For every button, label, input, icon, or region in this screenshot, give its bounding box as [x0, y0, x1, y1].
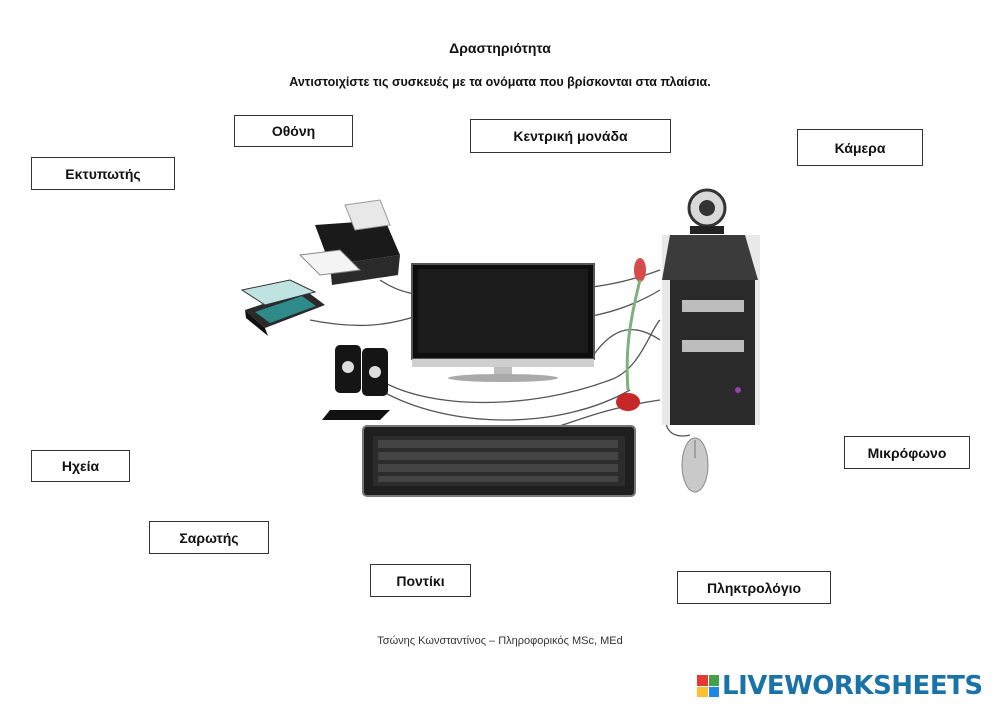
- label-box-printer[interactable]: Εκτυπωτής: [31, 157, 175, 190]
- liveworksheets-icon: [697, 675, 719, 697]
- label-box-camera[interactable]: Κάμερα: [797, 129, 923, 166]
- label-box-keyboard[interactable]: Πληκτρολόγιο: [677, 571, 831, 604]
- label-box-speakers[interactable]: Ηχεία: [31, 450, 130, 482]
- speakers-image: [322, 345, 390, 420]
- scanner-image: [240, 279, 325, 336]
- label-box-cpu[interactable]: Κεντρική μονάδα: [470, 119, 671, 153]
- author-footer: Τσώνης Κωνσταντίνος – Πληροφορικός MSc, …: [377, 635, 623, 647]
- keyboard-image: [362, 425, 636, 497]
- microphone-image: [616, 258, 646, 411]
- page-title: Δραστηριότητα: [449, 40, 551, 56]
- label-box-microphone[interactable]: Μικρόφωνο: [844, 436, 970, 469]
- computer-illustration: [240, 188, 760, 497]
- label-box-scanner[interactable]: Σαρωτής: [149, 521, 269, 554]
- monitor-image: [411, 263, 595, 382]
- liveworksheets-brand-text: LIVEWORKSHEETS: [722, 671, 983, 701]
- camera-image: [687, 188, 727, 234]
- instructions-text: Αντιστοιχίστε τις συσκευές με τα ονόματα…: [289, 75, 711, 89]
- printer-image: [298, 199, 400, 285]
- liveworksheets-logo[interactable]: LIVEWORKSHEETS: [697, 670, 983, 702]
- label-box-monitor[interactable]: Οθόνη: [234, 115, 353, 147]
- mouse-image: [681, 437, 709, 493]
- label-box-mouse[interactable]: Ποντίκι: [370, 564, 471, 597]
- cpu-tower-image: [662, 235, 760, 425]
